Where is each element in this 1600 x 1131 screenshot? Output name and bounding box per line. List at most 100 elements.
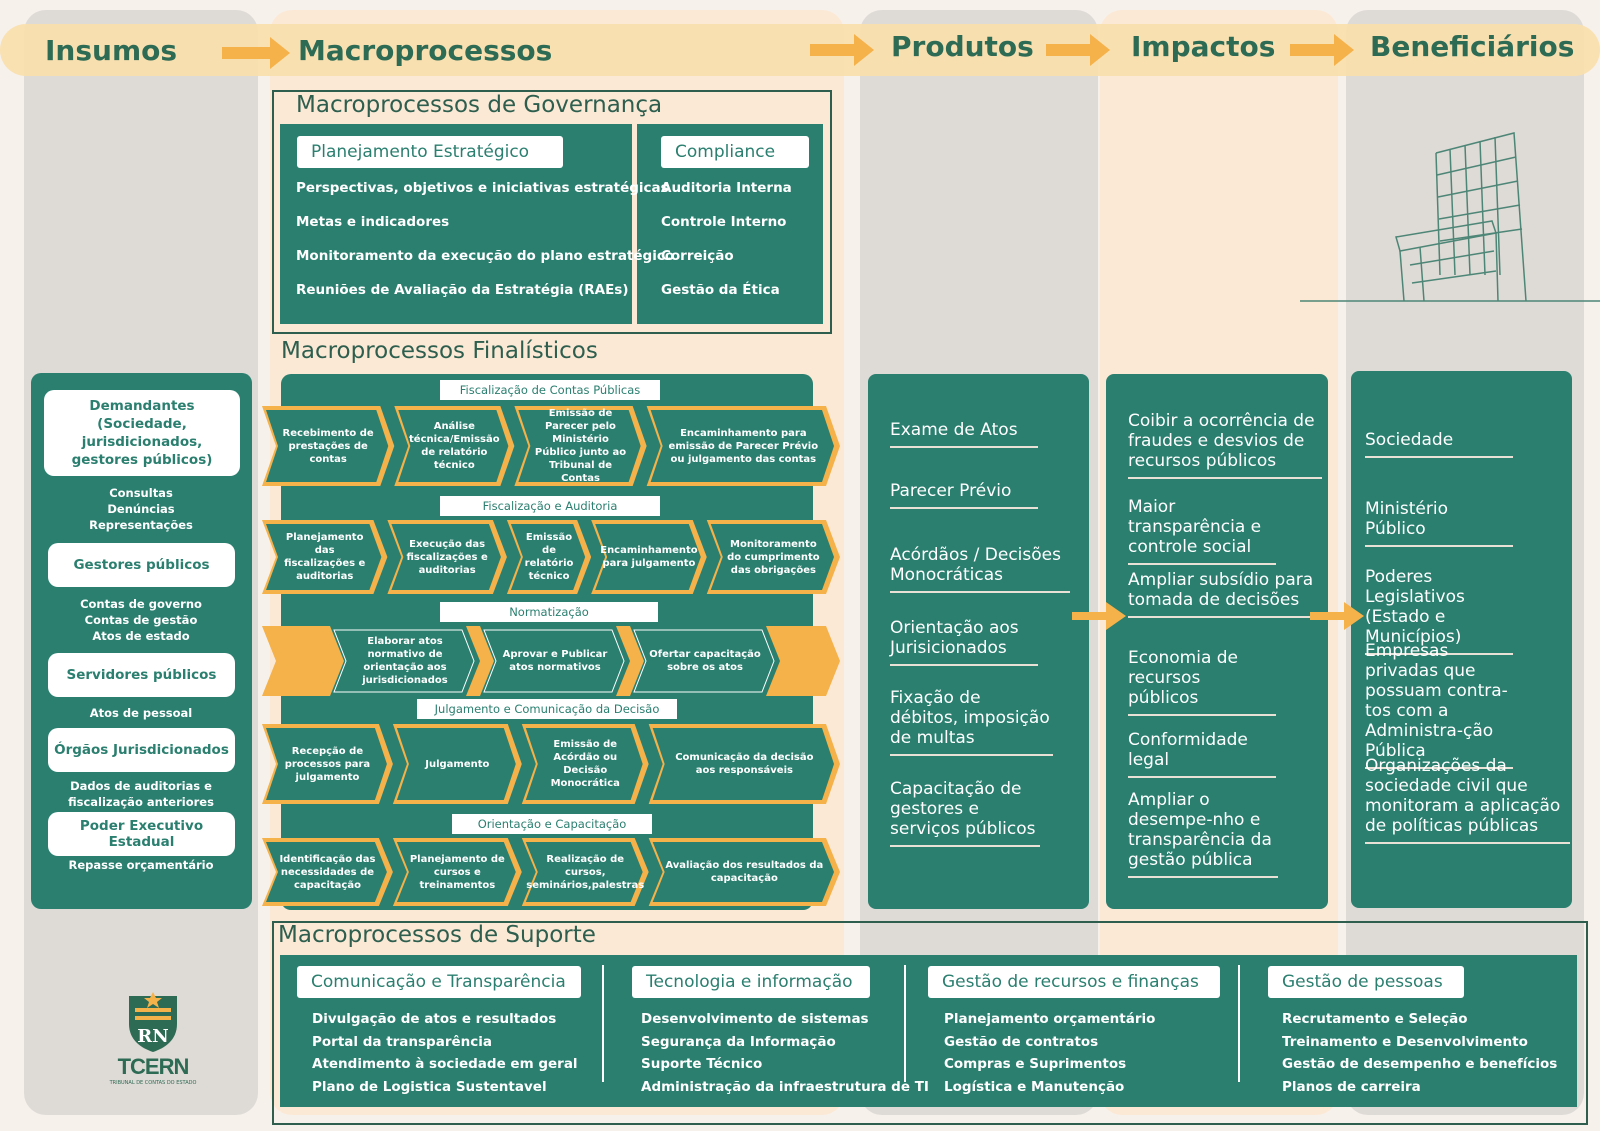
insumo-note: Repasse orçamentário <box>68 858 214 872</box>
arrow-right-icon <box>1290 34 1354 66</box>
produto-item: Fixação de débitos, imposição de multas <box>890 688 1053 756</box>
list-item: Correição <box>661 248 734 264</box>
chevron-stage <box>710 524 834 590</box>
list-item: Auditoria Interna <box>661 180 792 196</box>
produto-item: Exame de Atos <box>890 420 1038 448</box>
produtos-panel <box>868 374 1089 909</box>
suporte-list-recursos: Planejamento orçamentário Gestão de cont… <box>944 1008 1155 1098</box>
impacto-item: Ampliar subsídio para tomada de decisões <box>1128 570 1316 618</box>
chevron-stage <box>391 524 501 590</box>
list-item: Reuniões de Avaliação da Estratégia (RAE… <box>296 282 629 298</box>
suporte-list-comunicacao: Divulgação de atos e resultados Portal d… <box>312 1008 578 1098</box>
header-arrows <box>222 34 1354 69</box>
impacto-item: Coibir a ocorrência de fraudes e desvios… <box>1128 411 1322 479</box>
list-item: Compras e Suprimentos <box>944 1056 1127 1072</box>
flow-arrows <box>1072 602 1364 630</box>
group-label-orientacao: Orientação e Capacitação <box>452 814 652 834</box>
impacto-item: Maior transparência e controle social <box>1128 497 1276 565</box>
logo-tagline: TRIBUNAL DE CONTAS DO ESTADO <box>109 1080 197 1086</box>
insumo-orgaos: Órgãos Jurisdicionados <box>48 728 235 772</box>
list-item: Segurança da Informação <box>641 1033 836 1050</box>
process-stage: Recebimento de prestações de contas <box>282 427 374 465</box>
insumo-poder-executivo: Poder Executivo Estadual <box>48 812 235 856</box>
insumo-orgaos-notes: Dados de auditorias e fiscalização anter… <box>46 778 236 810</box>
suporte-label-pessoas: Gestão de pessoas <box>1268 966 1464 998</box>
process-stage: Emissão de Parecer pelo Ministério Públi… <box>534 408 627 484</box>
list-item: Planejamento orçamentário <box>944 1011 1156 1027</box>
list-item: Metas e indicadores <box>296 214 450 230</box>
insumo-servidores-notes: Atos de pessoal <box>46 705 236 721</box>
process-stage: Recepção de processos para julgamento <box>284 745 371 783</box>
insumo-note: Consultas Denúncias Representações <box>89 486 193 532</box>
compliance-label: Compliance <box>661 136 809 168</box>
list-item: Logística e Manutenção <box>944 1078 1125 1095</box>
arrow-right-icon <box>222 37 290 69</box>
suporte-label-recursos: Gestão de recursos e finanças <box>928 966 1220 998</box>
chevron-stage <box>266 410 389 482</box>
produto-item: Capacitação de gestores e serviços públi… <box>890 779 1040 847</box>
list-item: Gestão de desempenho e benefícios <box>1282 1056 1558 1072</box>
divider <box>1238 965 1240 1082</box>
divider <box>602 965 604 1082</box>
process-stage: Avaliação dos resultados da capacitação <box>665 860 824 884</box>
insumo-note: Atos de pessoal <box>89 706 193 720</box>
list-item: Plano de Logistica Sustentavel <box>312 1078 547 1095</box>
produto-item: Orientação aos Jurisicionados <box>890 618 1038 666</box>
beneficiarios-panel <box>1351 371 1572 908</box>
header-impactos: Impactos <box>1131 30 1276 63</box>
impacto-item: Conformidade legal <box>1128 730 1276 778</box>
arrow-right-icon <box>1072 602 1126 630</box>
list-item: Administração da infraestrutura de TI <box>641 1078 929 1095</box>
header-produtos: Produtos <box>891 30 1034 63</box>
process-stage: Julgamento <box>425 758 490 770</box>
list-item: Divulgação de atos e resultados <box>312 1011 557 1027</box>
arrow-right-icon <box>810 34 874 66</box>
impactos-panel <box>1106 374 1328 909</box>
chevron-stage <box>652 728 834 800</box>
header-beneficiarios: Beneficiários <box>1370 30 1575 63</box>
list-item: Portal da transparência <box>312 1033 492 1050</box>
process-stage: Execução das fiscalizações e auditorias <box>406 538 488 576</box>
insumo-gestores: Gestores públicos <box>48 543 235 587</box>
planejamento-list: Perspectivas, objetivos e iniciativas es… <box>296 171 674 307</box>
impacto-item: Economia de recursos públicos <box>1128 648 1276 716</box>
produto-item: Parecer Prévio <box>890 481 1038 509</box>
process-stage: Encaminhamento para julgamento <box>600 545 698 569</box>
group-label-normatizacao: Normatização <box>440 602 658 622</box>
suporte-frame <box>272 921 1588 1125</box>
governanca-title: Macroprocessos de Governança <box>296 92 663 118</box>
process-stage: Encaminhamento para emissão de Parecer P… <box>668 427 819 465</box>
process-stage: Emissão de relatório técnico <box>524 532 574 582</box>
suporte-list-tecnologia: Desenvolvimento de sistemas Segurança da… <box>641 1008 929 1098</box>
beneficiario-item: Poderes Legislativos (Estado e Município… <box>1365 567 1513 655</box>
list-item: Perspectivas, objetivos e iniciativas es… <box>296 180 669 196</box>
chevron-stage <box>483 629 625 693</box>
tce-logo: RN TCERN TRIBUNAL DE CONTAS DO ESTADO <box>100 990 206 1100</box>
governanca-frame <box>272 90 832 334</box>
chevron-stage <box>652 842 834 902</box>
suporte-title: Macroprocessos de Suporte <box>278 922 596 948</box>
insumo-poder-executivo-notes: Repasse orçamentário <box>46 857 236 873</box>
chevron-stage <box>650 410 834 482</box>
chevron-stage <box>510 524 586 590</box>
chevron-stage <box>396 728 516 800</box>
process-stage: Monitoramento do cumprimento das obrigaç… <box>727 538 820 576</box>
process-stage: Análise técnica/Emissão de relatório téc… <box>409 421 500 471</box>
process-stage: Identificação das necessidades de capaci… <box>279 853 376 891</box>
beneficiario-item: Empresas privadas que possuam contra-tos… <box>1365 641 1513 769</box>
finalisticos-title: Macroprocessos Finalísticos <box>281 338 598 364</box>
process-stage: Emissão de Acórdão ou Decisão Monocrátic… <box>550 739 620 789</box>
insumo-demandantes: Demandantes (Sociedade, jurisdicionados,… <box>44 390 240 476</box>
process-stage: Planejamento das fiscalizações e auditor… <box>284 532 366 582</box>
chevron-stage <box>266 842 387 902</box>
chevron-stage <box>525 842 643 902</box>
divider <box>904 965 906 1082</box>
planejamento-label: Planejamento Estratégico <box>297 136 563 168</box>
list-item: Treinamento e Desenvolvimento <box>1282 1033 1528 1050</box>
list-item: Controle Interno <box>661 214 787 230</box>
insumo-note: Contas de governo Contas de gestão Atos … <box>80 597 202 643</box>
header-macroprocessos: Macroprocessos <box>298 34 553 67</box>
chevron-stage <box>396 842 516 902</box>
insumo-gestores-notes: Contas de governo Contas de gestão Atos … <box>46 596 236 644</box>
